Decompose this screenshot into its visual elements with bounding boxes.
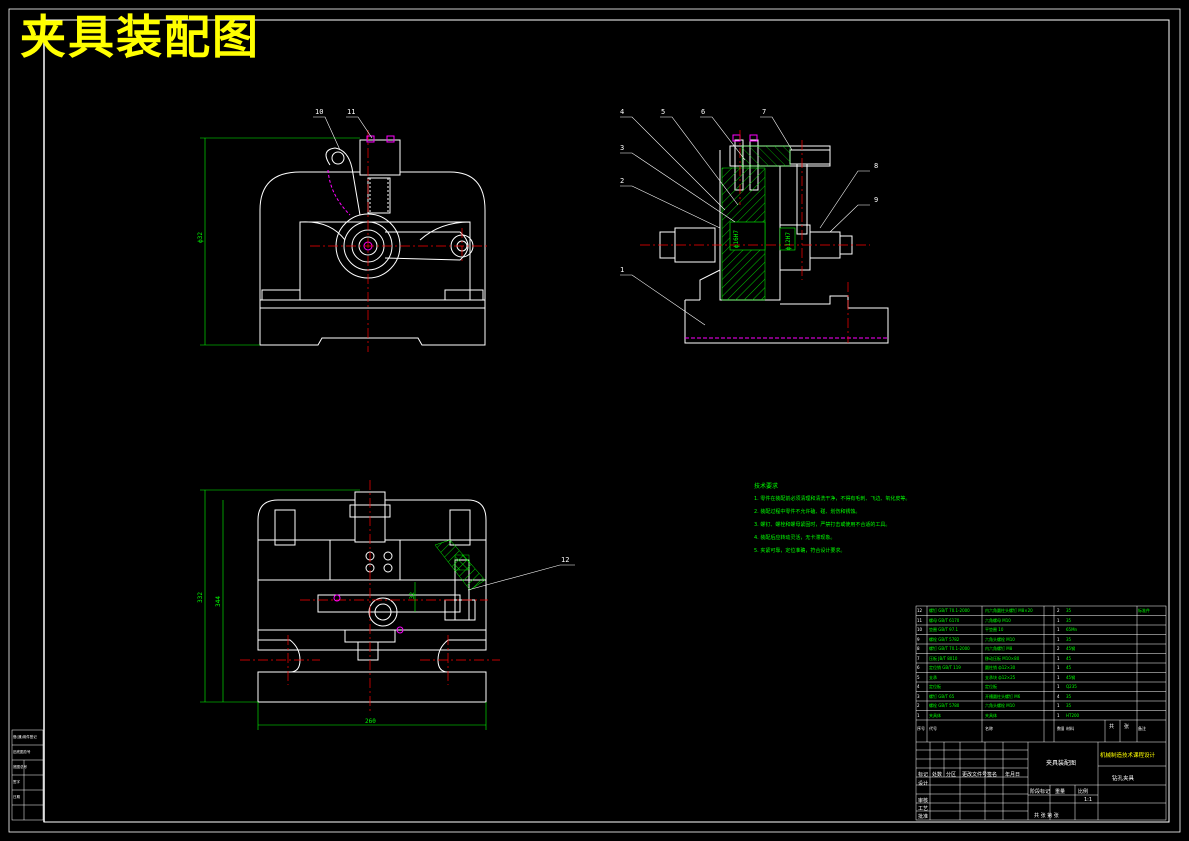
- bottom-view: [257, 491, 487, 703]
- title-block-row-process: 工艺: [918, 806, 929, 812]
- title-block-drawing-name: 夹具装配图: [1046, 760, 1077, 767]
- title-block-row-design: 设计: [918, 781, 929, 787]
- callout-5: 5: [661, 108, 666, 116]
- dim-side-fit-b: ф12H7: [785, 232, 792, 251]
- bom-count-label: 共: [1109, 724, 1115, 730]
- dim-bottom-height-a: 332: [197, 592, 204, 603]
- bottom-view-dimensions: [200, 489, 487, 730]
- bottom-view-centerlines: [240, 480, 500, 712]
- callout-3: 3: [620, 144, 625, 152]
- bottom-view-hatch: [434, 539, 486, 591]
- dim-bottom-small: 32: [409, 592, 416, 600]
- side-label-old-total: 旧底图总号: [13, 750, 31, 754]
- title-block-stage: 阶段标记: [1030, 789, 1051, 795]
- side-label-registration: 借(通)用件登记: [13, 735, 37, 739]
- title-block-ratio: 比例: [1078, 789, 1089, 795]
- dim-side-fit-a: ф16H7: [733, 230, 740, 249]
- note-line: 3. 螺钉、螺栓和螺母紧固时，严禁打击或使用不合适的工具。: [754, 522, 891, 528]
- side-view: [659, 139, 889, 344]
- side-label-date: 日期: [13, 795, 20, 799]
- side-registration-table: [11, 729, 44, 821]
- dim-bottom-width: 260: [365, 718, 376, 725]
- callout-8: 8: [874, 162, 879, 170]
- title-block-school: 机械制造技术课程设计: [1100, 753, 1156, 759]
- callout-7: 7: [762, 108, 767, 116]
- title-block-label-count: 处数: [932, 772, 943, 778]
- technical-notes: 技术要求 1. 零件在装配前必须清理和清洗干净，不得有毛刺、飞边、氧化皮等。 2…: [754, 480, 954, 558]
- notes-heading: 技术要求: [754, 483, 779, 490]
- front-view-centerlines: [310, 130, 490, 352]
- callout-1: 1: [620, 266, 625, 274]
- side-label-signature: 签字: [13, 780, 20, 784]
- title-block-row-approve: 批准: [918, 814, 929, 820]
- callout-12: 12: [561, 556, 570, 564]
- callout-2: 2: [620, 177, 625, 185]
- note-line: 5. 夹紧可靠，定位准确，符合设计要求。: [754, 548, 846, 554]
- note-line: 4. 装配后应转动灵活，无卡滞现象。: [754, 535, 836, 541]
- bom-header: 序号代号名称数量材料备注: [917, 726, 1146, 731]
- title-block-label-signature: 签名: [987, 772, 998, 778]
- callout-10: 10: [315, 108, 324, 116]
- title-block-part: 钻孔夹具: [1112, 776, 1135, 782]
- front-view-dimension: [200, 137, 360, 346]
- bom-sheet-label: 张: [1124, 724, 1130, 730]
- callout-4: 4: [620, 108, 625, 116]
- title-block-weight: 重量: [1055, 789, 1066, 795]
- note-line: 2. 装配过程中零件不允许磕、碰、划伤和锈蚀。: [754, 509, 861, 515]
- dim-front-height: ф32: [197, 232, 204, 243]
- side-view-section: [721, 145, 796, 301]
- title-block-label-zone: 分区: [946, 772, 957, 778]
- title-block-label-mark: 标记: [918, 772, 929, 778]
- title-block-sheet: 共 张 第 张: [1034, 813, 1059, 819]
- outer-border: [8, 8, 1181, 833]
- drawing-title: 夹具装配图: [20, 10, 260, 64]
- side-label-base-total: 底图总号: [13, 765, 27, 769]
- title-block-label-change: 更改文件号: [962, 772, 988, 778]
- side-view-centerlines: [640, 130, 870, 343]
- callout-9: 9: [874, 196, 879, 204]
- bottom-view-marks: [333, 594, 404, 634]
- title-block-scale: 1:1: [1084, 797, 1093, 803]
- bom-table-grid: [915, 605, 1167, 821]
- title-block-label-date: 年月日: [1005, 772, 1021, 778]
- callout-6: 6: [701, 108, 706, 116]
- callout-11: 11: [347, 108, 356, 116]
- front-view: [259, 139, 486, 346]
- note-line: 1. 零件在装配前必须清理和清洗干净，不得有毛刺、飞边、氧化皮等。: [754, 496, 911, 502]
- leader-lines: [313, 116, 870, 591]
- dim-bottom-height-b: 344: [215, 596, 222, 607]
- title-block-row-review: 审核: [918, 798, 929, 804]
